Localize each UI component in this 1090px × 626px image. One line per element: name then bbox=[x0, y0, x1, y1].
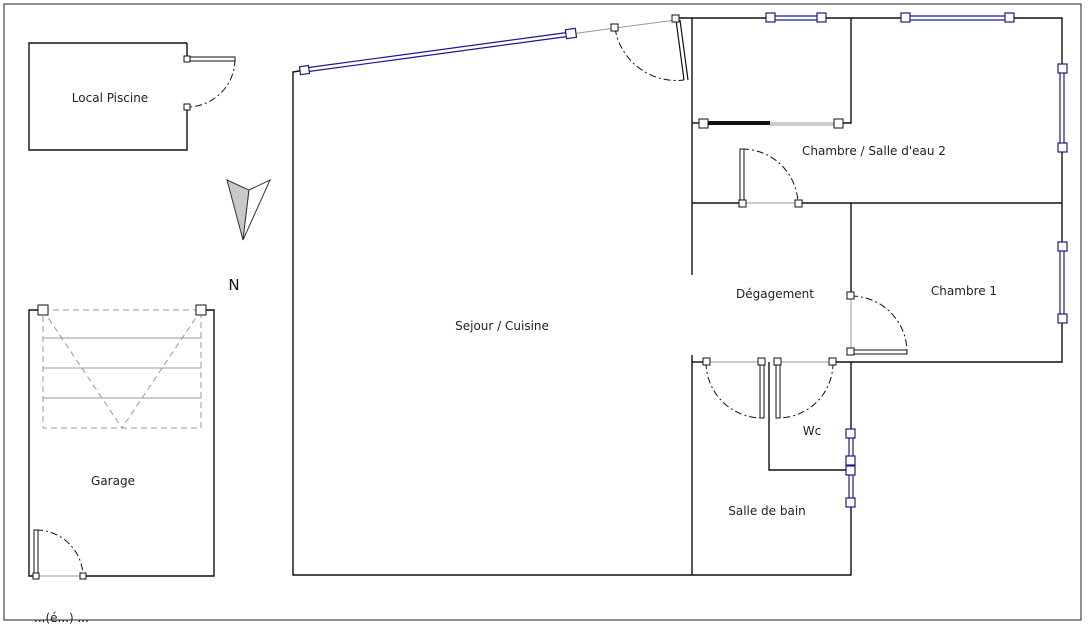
chambre-1-label: Chambre 1 bbox=[931, 284, 997, 298]
house-walls bbox=[292, 15, 1065, 576]
entrance-door[interactable] bbox=[614, 19, 689, 81]
chambre2-door[interactable] bbox=[739, 148, 799, 204]
local-piscine-room[interactable] bbox=[28, 42, 236, 151]
chambre1-door[interactable] bbox=[850, 295, 908, 355]
degagement-label: Dégagement bbox=[736, 287, 814, 301]
sejour-cuisine-label: Sejour / Cuisine bbox=[455, 319, 549, 333]
plan-frame bbox=[3, 3, 1082, 621]
garage-room[interactable] bbox=[28, 304, 215, 580]
chambre-salle-eau-2-label: Chambre / Salle d'eau 2 bbox=[802, 144, 946, 158]
garage-label: Garage bbox=[91, 474, 135, 488]
salle-de-bain-label: Salle de bain bbox=[728, 504, 806, 518]
wc-door[interactable] bbox=[775, 361, 834, 419]
wall-nodes bbox=[298, 12, 1068, 508]
north-label: N bbox=[228, 276, 239, 294]
salle-de-bain-door[interactable] bbox=[705, 361, 765, 419]
footer-text: ...(é...) ... bbox=[34, 611, 89, 625]
local-piscine-label: Local Piscine bbox=[72, 91, 148, 105]
north-arrow-icon bbox=[226, 178, 272, 241]
wc-label: Wc bbox=[803, 424, 821, 438]
